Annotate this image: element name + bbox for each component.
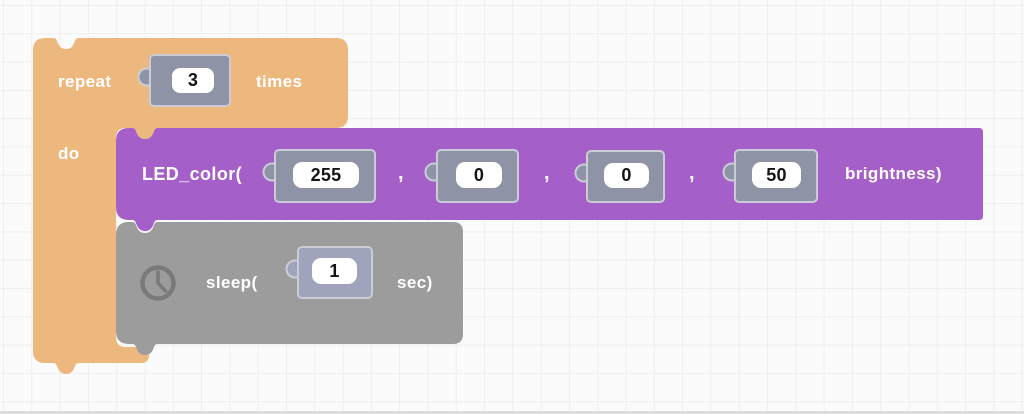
sleep-block[interactable] [116,222,463,355]
led-separator-1: , [398,162,404,184]
led-green-field[interactable] [456,162,502,188]
repeat-count-value-block[interactable] [137,54,231,107]
workspace-bottom-edge [0,411,1024,414]
repeat-keyword-label: repeat [58,72,112,91]
sleep-duration-value-block[interactable] [285,246,373,299]
led-green-value-block[interactable] [424,149,519,203]
sleep-duration-field[interactable] [312,258,357,284]
led-brightness-field[interactable] [752,162,801,188]
repeat-count-field[interactable] [172,68,214,93]
led-blue-field[interactable] [604,163,649,188]
led-green-value[interactable]: 0 [473,164,485,185]
sleep-label: sleep( [206,273,258,292]
led-red-value[interactable]: 255 [310,164,342,185]
led-brightness-label: brightness) [845,164,942,183]
led-separator-2: , [544,162,550,184]
led-color-label: LED_color( [142,164,243,184]
led-blue-value[interactable]: 0 [621,165,632,185]
led-separator-3: , [689,162,695,184]
repeat-do-label: do [58,144,80,163]
led-blue-value-block[interactable] [574,150,665,203]
repeat-block[interactable] [33,38,348,374]
sleep-sec-label: sec) [397,273,433,292]
repeat-count-value[interactable]: 3 [187,70,199,90]
led-red-field[interactable] [293,162,359,188]
repeat-times-label: times [256,72,303,91]
clock-icon [140,265,176,301]
led-brightness-value-block[interactable] [722,149,818,203]
led-red-value-block[interactable] [262,149,376,203]
led-brightness-value[interactable]: 50 [766,164,787,185]
sleep-duration-value[interactable]: 1 [329,260,340,281]
